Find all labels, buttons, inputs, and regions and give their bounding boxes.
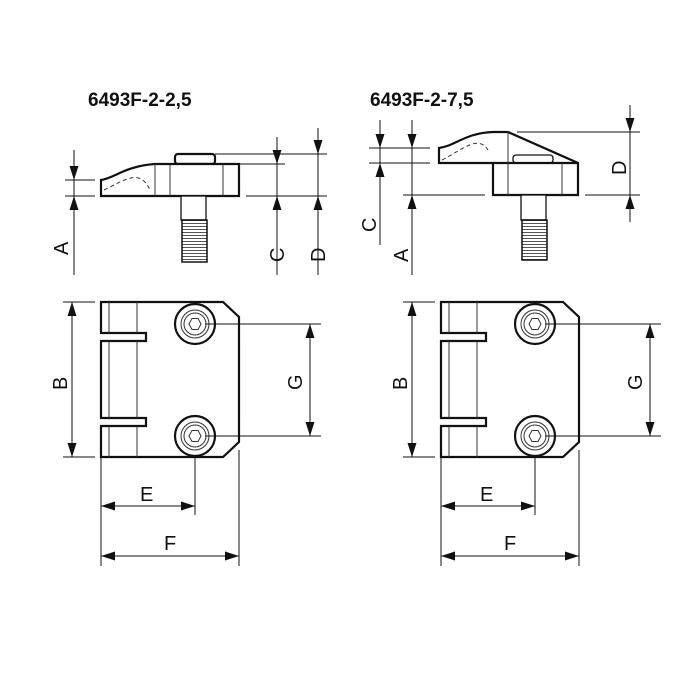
dimension-arrow <box>441 551 455 561</box>
dim-label-d: D <box>609 161 631 175</box>
bolt-thread <box>521 219 548 261</box>
dim-label-a: A <box>51 241 73 255</box>
dimension-arrow <box>305 422 315 436</box>
dimension-arrow <box>101 551 115 561</box>
dimension-arrow <box>181 501 195 511</box>
clamp-plate <box>439 300 581 459</box>
dimension-arrow <box>272 150 282 164</box>
hidden-line <box>441 142 489 161</box>
dimension-arrow <box>565 551 579 561</box>
dim-label-b: B <box>50 377 72 390</box>
clamp-plate <box>99 300 241 459</box>
dim-label-g: G <box>625 374 647 390</box>
dim-label-f: F <box>164 533 176 555</box>
left-model-title: 6493F-2-2,5 <box>88 90 192 111</box>
dimension-arrow <box>313 196 323 210</box>
dim-label-c: C <box>359 218 381 232</box>
right-plan-view: B G E F <box>390 300 661 566</box>
dim-label-g: G <box>285 374 307 390</box>
bolt-shank <box>520 194 547 221</box>
right-side-view: 6493F-2-7,5 C A D <box>359 90 640 275</box>
dimension-arrow <box>101 501 115 511</box>
dim-label-e: E <box>480 484 493 506</box>
hidden-line <box>103 177 151 191</box>
dimension-arrow <box>375 163 385 177</box>
dimension-arrow <box>375 134 385 148</box>
dimension-arrow <box>69 166 79 180</box>
dimension-arrow <box>625 195 635 209</box>
right-model-title: 6493F-2-7,5 <box>370 90 474 111</box>
socket-screw-icon <box>513 414 557 458</box>
dimension-arrow <box>67 302 77 316</box>
dimension-arrow <box>441 501 455 511</box>
dim-label-a: A <box>391 248 413 262</box>
left-plan-view: B G E F <box>50 300 321 566</box>
socket-screw-icon <box>173 414 217 458</box>
dimension-arrow <box>625 118 635 132</box>
dim-label-b: B <box>390 377 412 390</box>
dimension-arrow <box>407 302 417 316</box>
dimension-arrow <box>272 196 282 210</box>
dimension-arrow <box>407 134 417 148</box>
dim-label-d: D <box>308 248 330 262</box>
dimension-arrow <box>67 443 77 457</box>
dimension-arrow <box>69 196 79 210</box>
dimension-arrow <box>225 551 239 561</box>
left-side-view: 6493F-2-2,5 A C D <box>51 90 330 275</box>
dim-label-f: F <box>504 533 516 555</box>
bolt-thread <box>181 219 208 263</box>
dimension-arrow <box>305 324 315 338</box>
dimension-arrow <box>521 501 535 511</box>
bolt-head <box>512 154 554 164</box>
bolt-head <box>173 152 217 166</box>
bolt-shank <box>180 195 207 221</box>
dimension-arrow <box>645 324 655 338</box>
dimension-arrow <box>407 443 417 457</box>
dimension-arrow <box>407 195 417 209</box>
dimension-arrow <box>645 422 655 436</box>
dimension-arrow <box>313 140 323 154</box>
dim-label-e: E <box>140 484 153 506</box>
dim-label-c: C <box>267 248 289 262</box>
socket-screw-icon <box>173 302 217 346</box>
